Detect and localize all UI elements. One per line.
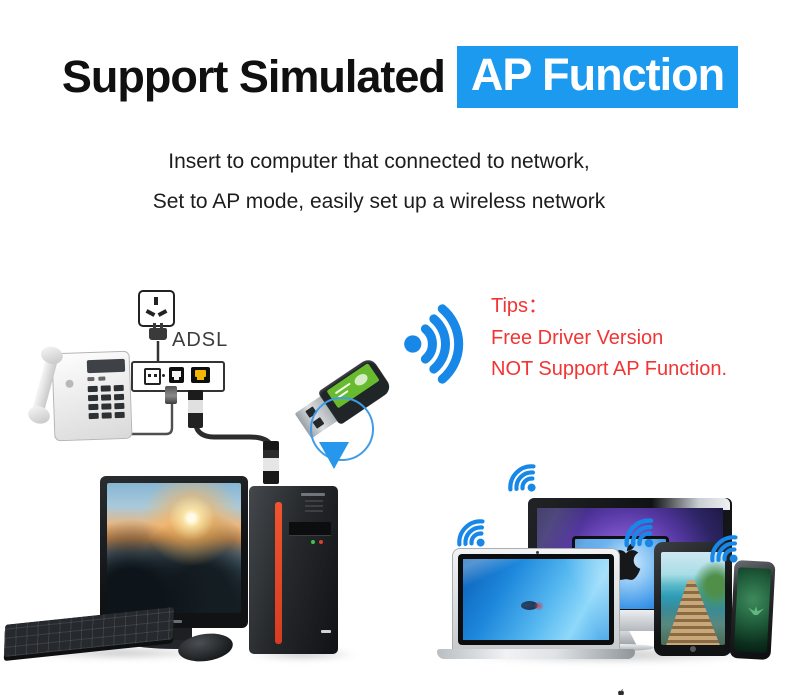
wifi-icon bbox=[398, 303, 480, 385]
telephone-body bbox=[51, 350, 133, 442]
apple-logo-icon bbox=[618, 689, 624, 695]
phone-port bbox=[169, 367, 184, 383]
imac-base bbox=[588, 644, 654, 651]
home-button bbox=[690, 646, 696, 652]
tips-heading: Tips： bbox=[491, 295, 549, 317]
telephone bbox=[26, 344, 133, 442]
tips-line-1: Free Driver Version bbox=[491, 326, 664, 349]
lan-port bbox=[191, 367, 210, 383]
ethernet-cable bbox=[193, 424, 274, 447]
ethernet-connector bbox=[263, 441, 279, 484]
adsl-modem bbox=[131, 361, 225, 392]
tips-block: Tips： Free Driver Version NOT Support AP… bbox=[491, 291, 727, 386]
monitor-screen bbox=[107, 483, 241, 613]
power-plug-icon bbox=[149, 323, 167, 340]
tower-stripe bbox=[275, 502, 282, 644]
indicator-dot bbox=[162, 374, 165, 377]
ipad-screen bbox=[661, 552, 725, 645]
wifi-icon bbox=[445, 507, 499, 561]
power-port bbox=[144, 368, 161, 385]
wifi-icon bbox=[496, 452, 550, 506]
wifi-icon bbox=[698, 523, 752, 577]
subtitle-line-1: Insert to computer that connected to net… bbox=[168, 150, 590, 173]
iphone bbox=[729, 559, 776, 661]
telephone-display bbox=[86, 358, 126, 374]
subtitle: Insert to computer that connected to net… bbox=[0, 142, 758, 222]
computer-tower bbox=[249, 486, 338, 654]
adsl-label: ADSL bbox=[172, 329, 229, 351]
title-text: Support Simulated bbox=[61, 51, 446, 102]
page-title: Support Simulated AP Function bbox=[0, 46, 800, 108]
iphone-screen bbox=[733, 567, 772, 653]
desktop-monitor bbox=[100, 476, 248, 628]
fish-wallpaper bbox=[521, 601, 545, 612]
wifi-icon bbox=[612, 506, 669, 563]
rj45-connector bbox=[188, 390, 203, 428]
telephone-speaker bbox=[65, 379, 74, 388]
down-arrow-icon bbox=[319, 442, 349, 469]
title-highlight: AP Function bbox=[456, 46, 739, 108]
macbook-base bbox=[437, 649, 635, 659]
power-socket-icon bbox=[138, 290, 175, 327]
monitor-base bbox=[134, 640, 218, 649]
rj11-connector bbox=[165, 386, 177, 404]
optical-drive bbox=[289, 522, 331, 536]
macbook bbox=[452, 548, 620, 652]
macbook-screen bbox=[463, 559, 609, 640]
tips-line-2: NOT Support AP Function. bbox=[491, 358, 728, 380]
ipad bbox=[654, 542, 732, 656]
subtitle-line-2: Set to AP mode, easily set up a wireless… bbox=[152, 190, 606, 213]
